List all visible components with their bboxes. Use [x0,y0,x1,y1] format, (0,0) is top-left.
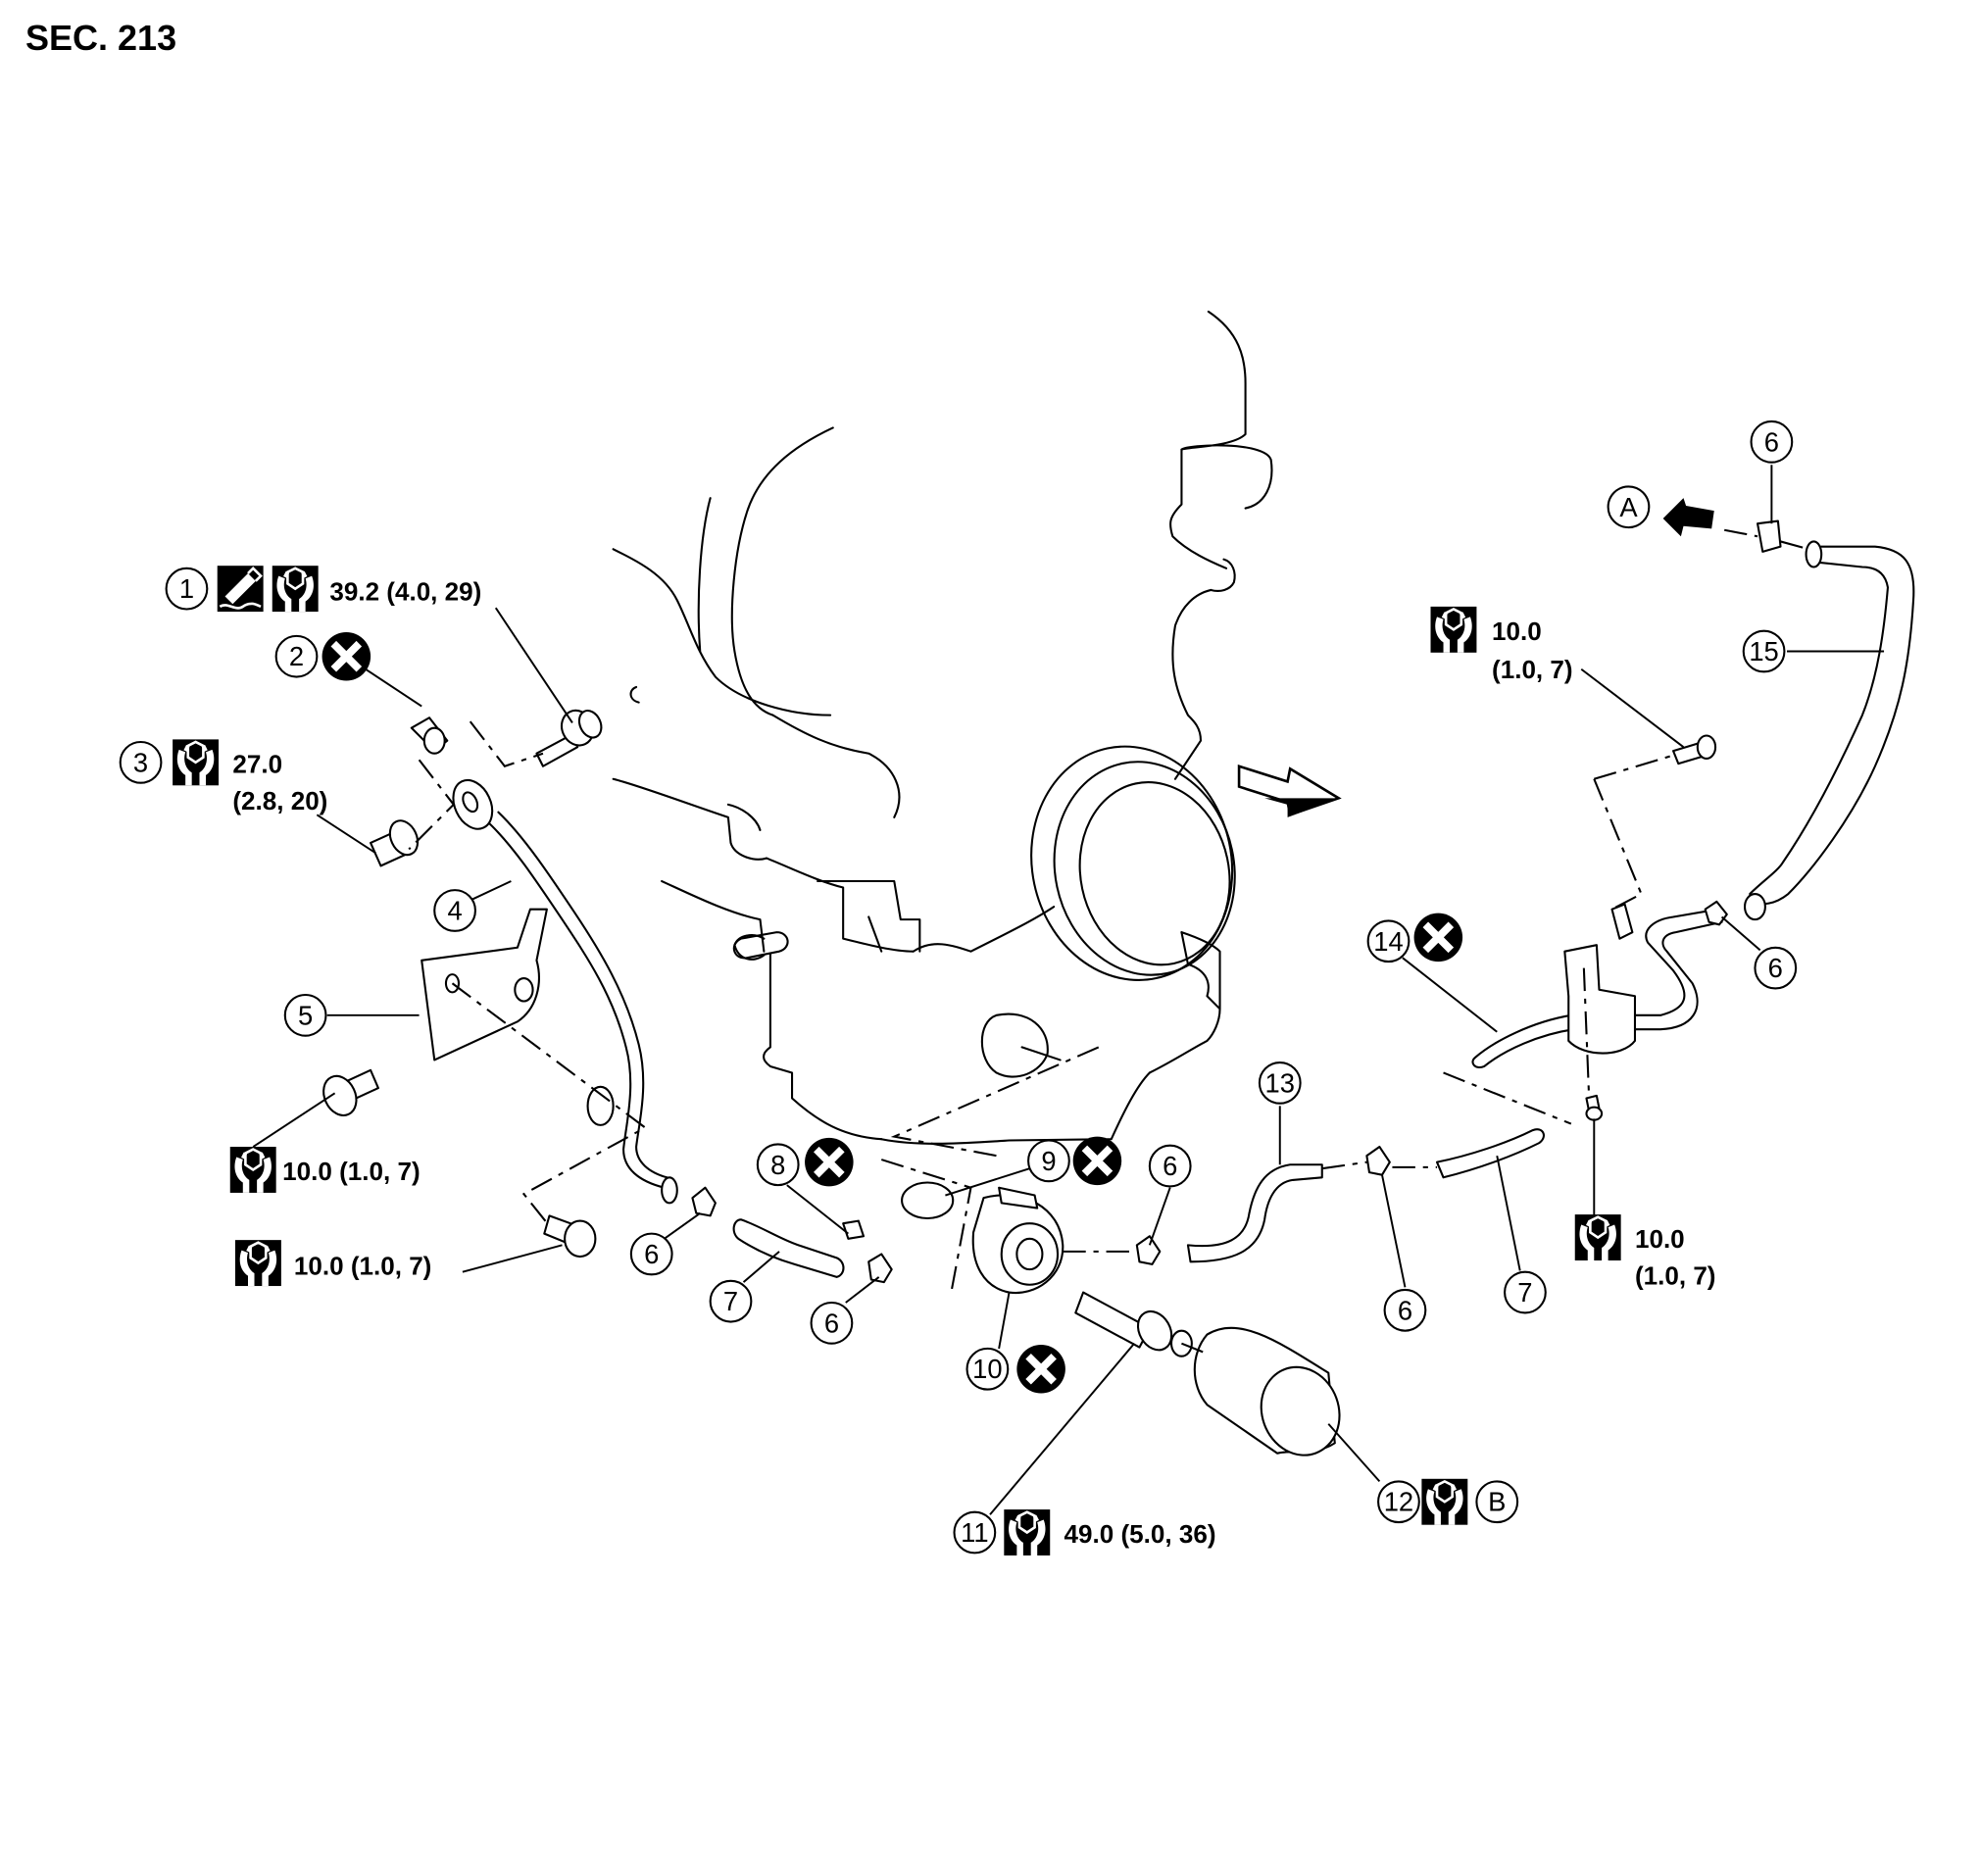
oil-cooler-assembly [691,1128,1545,1456]
callout-label: 6 [1764,426,1779,457]
callout-6: 6 [1148,1144,1192,1188]
callout-label: 12 [1384,1487,1413,1517]
callout-label: 6 [644,1239,659,1269]
callout-4: 4 [433,889,476,932]
front-direction-arrow-icon [1237,764,1342,817]
callout-label: 10.0 (1.0, 7) [282,1157,420,1186]
callout-label: B [1488,1487,1506,1517]
callout-label: 3 [133,747,148,777]
callout-label: A [1619,492,1638,522]
torque-wrench-icon [1572,1212,1623,1262]
callout-1: 1 39.2 (4.0, 29) [165,564,481,615]
torque-wrench-icon [233,1238,283,1289]
callout-3: 3 27.0 (2.8, 20) [119,737,327,815]
callout-label: 8 [770,1150,785,1180]
callout-label: 11 [961,1517,988,1548]
torque-spec-lower-right: 10.0 (1.0, 7) [1572,1212,1716,1291]
callout-label: 7 [1517,1277,1532,1308]
callout-2: 2 [274,632,371,681]
callout-label: 13 [1265,1067,1295,1098]
callout-14: 14 [1366,913,1463,963]
callout-number: 1 [179,573,194,604]
reference-a: A [1607,485,1651,529]
x-circle-icon [322,632,371,681]
callout-13: 13 [1258,1061,1302,1105]
x-circle-icon [1073,1137,1122,1186]
x-circle-icon [1016,1345,1065,1394]
callout-label: (1.0, 7) [1492,655,1573,684]
callout-label: 7 [723,1286,738,1316]
x-circle-icon [805,1138,854,1187]
callout-6: 6 [629,1232,673,1276]
callout-10: 10 [965,1345,1065,1394]
callout-label: 4 [447,895,462,925]
callout-label: 10 [972,1354,1002,1384]
torque-spec-lower-bolt: 10.0 (1.0, 7) [233,1238,431,1289]
callout-label: 27.0 [232,749,282,778]
leader-lines [252,465,1885,1515]
torque-wrench-icon [1002,1507,1053,1557]
oil-pipe-assembly [322,709,678,1259]
callout-8: 8 [756,1138,854,1187]
torque-wrench-icon [270,564,321,615]
sealant-icon [216,564,265,614]
callout-label: 10.0 [1635,1224,1685,1254]
engine-block-outline [612,310,1273,1291]
callout-label: 10.0 [1492,617,1542,646]
callout-11: 11 49.0 (5.0, 36) [953,1507,1216,1557]
callout-6: 6 [1383,1288,1427,1332]
callout-7: 7 [1504,1270,1547,1314]
callout-label: 49.0 (5.0, 36) [1064,1519,1216,1549]
section-title: SEC. 213 [25,18,177,58]
callout-label: (1.0, 7) [1635,1261,1716,1291]
torque-spec-bracket-bolt: 10.0 (1.0, 7) [227,1145,421,1195]
callout-6: 6 [1754,946,1798,990]
callout-label: 10.0 (1.0, 7) [294,1251,431,1280]
callout-label: 14 [1373,926,1403,957]
callout-9: 9 [1027,1137,1122,1186]
callout-label: 6 [1163,1151,1177,1181]
callout-label: 5 [298,1000,313,1030]
torque-wrench-icon [1428,604,1479,655]
torque-wrench-icon [171,737,221,788]
callout-6: 6 [1750,420,1794,464]
callout-label: 9 [1041,1146,1056,1176]
callout-label: 6 [1768,953,1783,983]
torque-spec-upper-right: 10.0 (1.0, 7) [1428,604,1573,684]
callout-5: 5 [283,993,327,1037]
x-circle-icon [1414,913,1463,963]
callout-label: 2 [289,641,304,671]
callout-label: (2.8, 20) [232,786,327,815]
callout-15: 15 [1742,629,1786,673]
torque-wrench-icon [1419,1476,1470,1527]
callout-label: 6 [824,1308,839,1338]
callout-label: 6 [1398,1295,1412,1325]
callout-label: 15 [1749,636,1778,666]
oil-tube-assembly [1443,498,1915,1125]
callout-12: 12 B [1377,1476,1519,1527]
callout-7: 7 [709,1279,753,1323]
torque-spec: 39.2 (4.0, 29) [329,576,481,606]
torque-wrench-icon [227,1145,278,1195]
callout-6: 6 [810,1301,854,1345]
